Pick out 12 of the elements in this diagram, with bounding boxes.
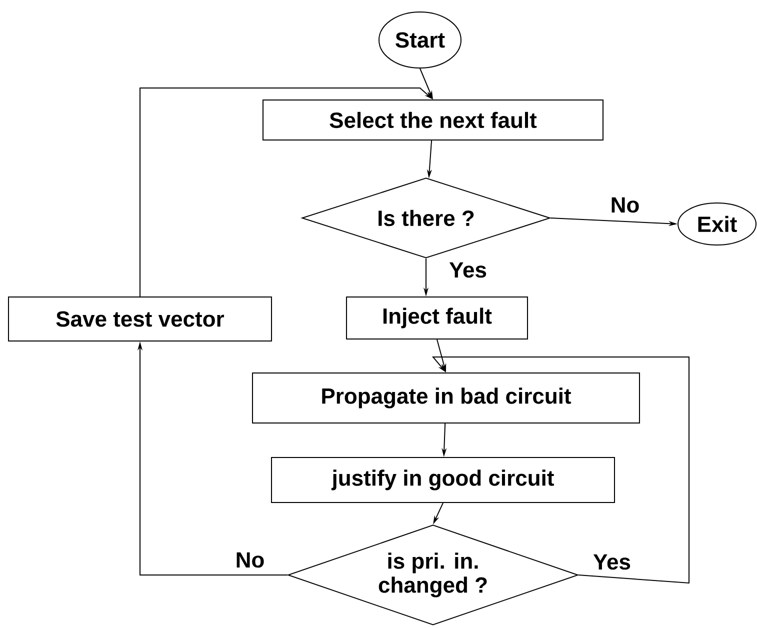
edge-label: Yes [592, 553, 632, 571]
process-box: Select the next fault [262, 100, 604, 140]
terminal-oval: Exit [678, 202, 756, 246]
edge-label: Yes [448, 261, 488, 279]
edge-label: No [234, 551, 266, 569]
process-box: Save test vector [8, 296, 272, 342]
edge-label: No [609, 196, 641, 214]
process-box: justify in good circuit [271, 457, 615, 503]
arrow [432, 356, 690, 584]
process-box: Propagate in bad circuit [252, 372, 640, 424]
terminal-oval: Start [378, 12, 462, 68]
process-box: Inject fault [346, 296, 528, 340]
